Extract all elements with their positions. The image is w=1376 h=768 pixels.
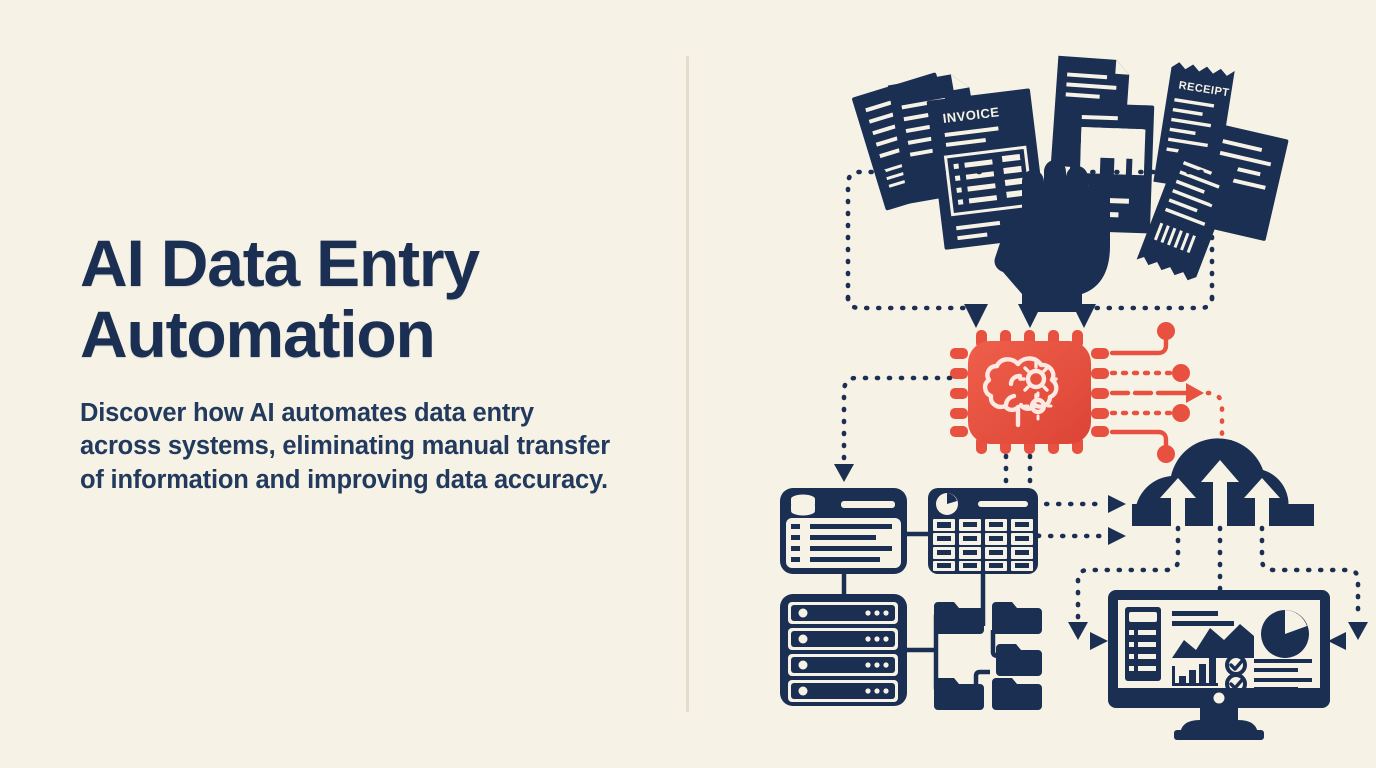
- right-graphic-panel: INVOICE: [688, 0, 1376, 768]
- flow-documents-to-processor: [845, 169, 1215, 301]
- document-invoice: INVOICE: [926, 88, 1048, 250]
- page-title-line-2: Automation: [80, 297, 436, 372]
- server-unit: [788, 628, 898, 650]
- database-icon: [791, 494, 815, 516]
- area-chart: [1172, 611, 1254, 658]
- arrowheads-to-cloud: [1108, 495, 1126, 545]
- ai-processor-chip: [950, 330, 1109, 454]
- check-item: [1225, 673, 1312, 695]
- folder-icon: [934, 602, 984, 634]
- flow-arrows-into-processor: [845, 275, 1215, 328]
- brain-gears-icon: [982, 356, 1059, 428]
- page-subtitle: Discover how AI automates data entry acr…: [80, 398, 610, 495]
- systems-cluster: [780, 488, 1042, 710]
- database-form-card: [780, 488, 907, 574]
- processor-circuit-traces: [1109, 333, 1191, 452]
- dashboard-side-arrows: [1090, 632, 1346, 650]
- spreadsheet-card: [928, 488, 1038, 574]
- dashboard-monitor: [1108, 590, 1330, 740]
- cloud-upload-arrows: [1160, 460, 1280, 526]
- server-unit: [788, 680, 898, 702]
- circuit-nodes: [1157, 322, 1204, 463]
- flow-processor-to-systems: [841, 375, 953, 465]
- vertical-divider: [686, 56, 689, 712]
- server-rack: [780, 594, 907, 706]
- arrowhead-to-systems: [834, 464, 854, 482]
- dashboard-sidebar: [1125, 607, 1161, 681]
- bar-chart: [1172, 658, 1218, 686]
- flow-cloud-to-dashboard: [1075, 525, 1361, 623]
- automation-flow-diagram: INVOICE: [780, 55, 1368, 740]
- invoice-label: INVOICE: [942, 104, 1000, 126]
- hand-icon: [994, 160, 1110, 312]
- page-title-line-1: AI Data Entry: [80, 226, 480, 300]
- cloud-storage: [1132, 438, 1314, 526]
- flow-processor-to-cloud-accent: [1205, 390, 1225, 441]
- pie-chart: [1261, 610, 1309, 658]
- folder-icon: [992, 602, 1042, 634]
- folder-icon: [996, 644, 1042, 676]
- folder-icon: [992, 678, 1042, 710]
- pie-chart-icon: [936, 493, 958, 515]
- checklist: [1225, 654, 1312, 695]
- server-unit: [788, 602, 898, 624]
- server-unit: [788, 654, 898, 676]
- documents-cluster: INVOICE: [852, 55, 1289, 312]
- folder-network: [934, 602, 1042, 710]
- folder-icon: [934, 678, 984, 710]
